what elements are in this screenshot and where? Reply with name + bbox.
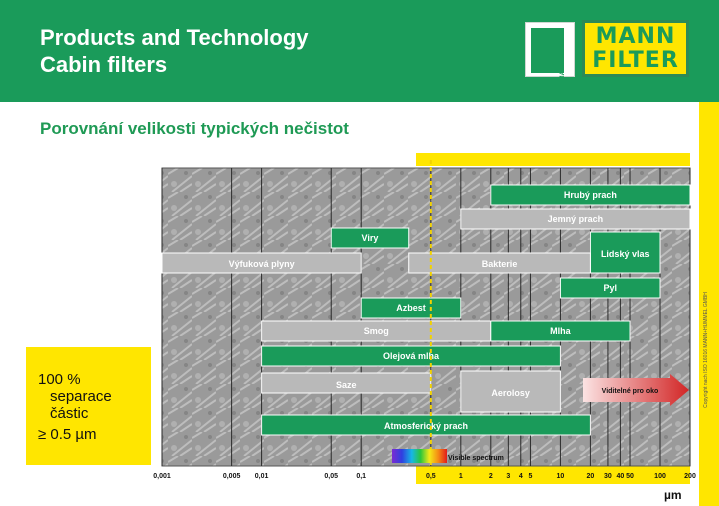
tick-label: 2 [489, 473, 493, 480]
tick-label: 5 [528, 473, 532, 480]
tick-label: 0,005 [223, 473, 241, 480]
legend-line-4: ≥ 0.5 µm [38, 426, 97, 443]
filtered-range-highlight [416, 153, 690, 166]
legend-line-3: částic [50, 405, 89, 422]
tick-label: 0,5 [426, 473, 436, 480]
page-subtitle: Cabin filters [40, 52, 168, 77]
range-label: Viry [362, 233, 379, 243]
range-bar [261, 372, 432, 394]
range-label: Hrubý prach [564, 190, 617, 200]
range-bar [261, 345, 561, 367]
range-label: Bakterie [482, 259, 518, 269]
range-label: Saze [336, 380, 357, 390]
tick-label: 0,01 [255, 473, 269, 480]
side-accent-bar [699, 102, 719, 506]
tick-label: 0,1 [356, 473, 366, 480]
range-label: Mlha [550, 326, 571, 336]
tick-label: 30 [604, 473, 612, 480]
range-bar [360, 297, 462, 319]
tick-label: 4 [519, 473, 523, 480]
range-bar [330, 227, 410, 249]
mann-hummel-logo: MANN+HUMMEL [525, 22, 575, 81]
page-title: Products and Technology [40, 25, 309, 50]
range-bar [490, 320, 631, 342]
tick-label: 1 [459, 473, 463, 480]
tick-label: 3 [506, 473, 510, 480]
tick-label: 200 [684, 473, 696, 480]
range-bar [490, 184, 691, 206]
range-bar [261, 414, 591, 436]
tick-label: 100 [654, 473, 666, 480]
range-label: Atmosferický prach [384, 421, 468, 431]
tick-label: 10 [557, 473, 565, 480]
range-bar [161, 252, 362, 274]
range-bar [460, 370, 561, 413]
tick-label: 20 [586, 473, 594, 480]
tick-label: 50 [626, 473, 634, 480]
header-banner: Products and Technology Cabin filters MA… [0, 0, 719, 102]
legend-line-2: separace [50, 388, 112, 405]
axis-unit-label: µm [664, 488, 682, 502]
range-label: Olejová mlha [383, 351, 440, 361]
visible-to-eye-arrow [583, 374, 689, 406]
range-bar [589, 231, 661, 274]
range-label: Aerolosy [491, 388, 530, 398]
legend-line-1: 100 % [38, 371, 81, 388]
range-label: Výfuková plyny [229, 259, 295, 269]
visible-to-eye-label: Viditelné pro oko [602, 388, 659, 395]
range-label: Pyl [603, 283, 617, 293]
range-bar [408, 252, 591, 274]
range-label: Jemný prach [548, 214, 604, 224]
chart-heading: Porovnání velikosti typických nečistot [40, 119, 349, 138]
separation-legend-box: 100 % separace částic ≥ 0.5 µm [26, 347, 151, 465]
mann-filter-logo: MANN FILTER [582, 20, 689, 77]
range-bar [559, 277, 661, 299]
tick-label: 0,05 [324, 473, 338, 480]
range-bar [460, 208, 691, 230]
mann-hummel-logo-square [531, 28, 564, 73]
range-label: Lidský vlas [601, 249, 650, 259]
mann-filter-logo-line2: FILTER [592, 48, 679, 73]
tick-label: 0,001 [153, 473, 171, 480]
mann-filter-logo-line1: MANN [595, 24, 676, 49]
visible-spectrum-label: Visible spectrum [448, 455, 504, 462]
tick-label: 40 [616, 473, 624, 480]
range-label: Smog [364, 326, 389, 336]
range-label: Azbest [396, 303, 426, 313]
visible-spectrum-bar [392, 449, 447, 463]
axis-highlight [416, 466, 690, 484]
